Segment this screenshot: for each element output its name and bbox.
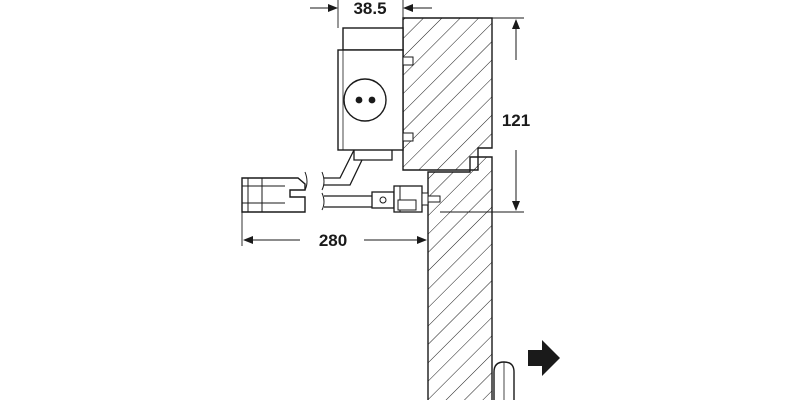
dimension-height: 121 — [440, 17, 530, 213]
dimension-offset-label: 38.5 — [353, 0, 386, 18]
dimension-offset: 38.5 — [310, 0, 432, 28]
hinge-pin — [493, 361, 515, 400]
closer-arm-pivot — [324, 149, 393, 186]
dimension-arm-length: 280 — [241, 212, 429, 250]
connecting-rod — [324, 185, 441, 213]
dimension-height-label: 121 — [502, 111, 530, 130]
arrow-right-icon — [528, 340, 560, 376]
door-leaf — [427, 156, 493, 400]
dimension-arm-length-label: 280 — [319, 231, 347, 250]
adjustment-valve-icon — [343, 78, 387, 122]
arm-end-detail — [241, 177, 306, 213]
arm-break-marks — [304, 171, 325, 211]
mounting-frame — [402, 17, 493, 171]
